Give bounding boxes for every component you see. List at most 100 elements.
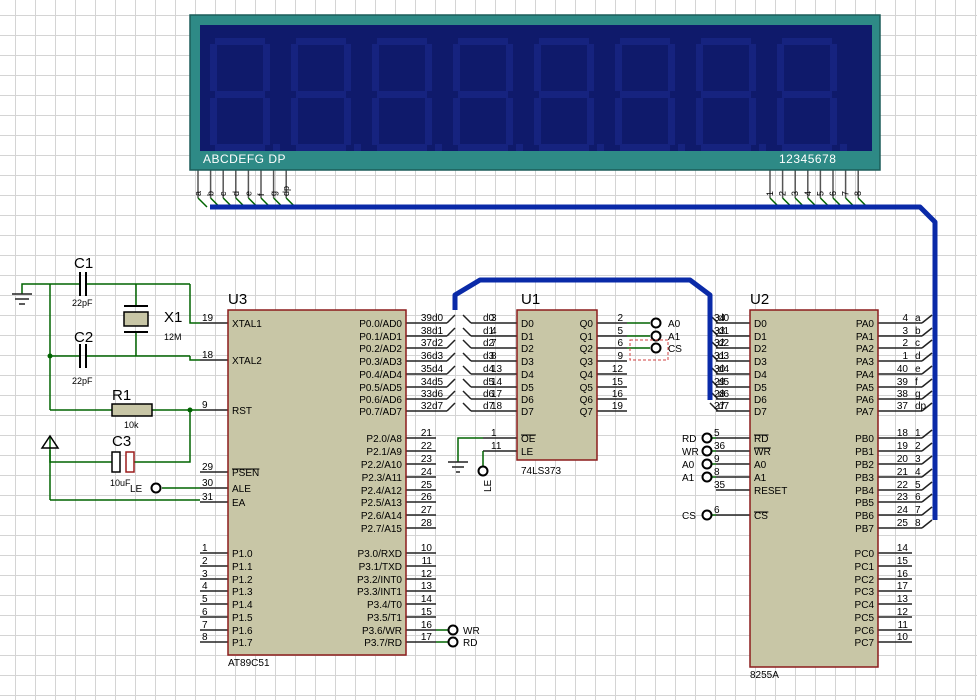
bus-entry bbox=[921, 442, 933, 452]
display-digit bbox=[696, 38, 766, 151]
terminal-le-u3[interactable] bbox=[150, 482, 162, 494]
pin-number: 17 bbox=[897, 581, 909, 592]
net-label: d6 bbox=[483, 389, 495, 400]
pin-number: 13 bbox=[897, 594, 909, 605]
chip-ref: U1 bbox=[521, 291, 540, 308]
terminal-a0[interactable] bbox=[701, 458, 713, 470]
terminal-label: CS bbox=[668, 344, 682, 355]
pin-name: P0.0/AD0 bbox=[359, 319, 402, 330]
bus-entry bbox=[921, 352, 933, 362]
pin-name: D5 bbox=[754, 383, 767, 394]
net-label: d2 bbox=[432, 338, 444, 349]
segment bbox=[620, 91, 670, 98]
resistor-r1 bbox=[111, 403, 153, 417]
terminal-label: LE bbox=[130, 484, 143, 495]
pin-name: D5 bbox=[521, 383, 534, 394]
pin-number: 1 bbox=[902, 351, 908, 362]
bus-entry bbox=[462, 352, 472, 362]
chip-u1: U174LS3733D04D17D28D313D414D517D618D71OE… bbox=[491, 291, 623, 477]
pin-name: P2.0/A8 bbox=[366, 434, 402, 445]
terminal-cs[interactable] bbox=[650, 342, 662, 354]
terminal-rd[interactable] bbox=[701, 432, 713, 444]
display-pin-label: g bbox=[269, 191, 279, 196]
r1-value: 10k bbox=[124, 420, 139, 430]
decimal-point bbox=[678, 144, 685, 151]
terminal-le-u1[interactable] bbox=[477, 465, 489, 477]
display-digit bbox=[291, 38, 361, 151]
pin-name: D1 bbox=[521, 332, 534, 343]
net-label: 8 bbox=[915, 518, 921, 529]
net-label: d7 bbox=[432, 401, 444, 412]
pin-name: P1.5 bbox=[232, 613, 253, 624]
pin-name: P3.3/INT1 bbox=[357, 587, 402, 598]
segment bbox=[377, 144, 427, 151]
terminal-a0[interactable] bbox=[650, 317, 662, 329]
segment bbox=[777, 98, 784, 145]
net-label: d0 bbox=[718, 313, 730, 324]
net-label: e bbox=[915, 364, 921, 375]
pin-number: 4 bbox=[202, 581, 208, 592]
chip-u2: U28255A34D033D132D231D330D429D528D627D75… bbox=[714, 291, 908, 681]
terminal-wr[interactable] bbox=[701, 445, 713, 457]
pin-name: P0.4/AD4 bbox=[359, 370, 402, 381]
pin-name: P3.6/WR bbox=[362, 626, 402, 637]
pin-number: 37 bbox=[897, 401, 909, 412]
pin-number: 5 bbox=[714, 428, 720, 439]
pin-number: 6 bbox=[714, 505, 720, 516]
chip-ref: U2 bbox=[750, 291, 769, 308]
pin-number: 17 bbox=[491, 389, 503, 400]
pin-number: 22 bbox=[897, 480, 909, 491]
segment bbox=[458, 38, 508, 45]
bus-entry bbox=[921, 327, 933, 337]
terminal-cs[interactable] bbox=[701, 509, 713, 521]
pin-name: PB3 bbox=[855, 473, 874, 484]
segment bbox=[749, 44, 756, 91]
pin-name: D3 bbox=[521, 357, 534, 368]
bus-entry bbox=[921, 519, 933, 529]
segment bbox=[263, 44, 270, 91]
display-digit-pin-label: 1 bbox=[765, 191, 775, 196]
pin-number: 11 bbox=[898, 620, 909, 631]
pin-number: 36 bbox=[714, 441, 726, 452]
wire bbox=[189, 356, 200, 361]
pin-number: 12 bbox=[897, 607, 909, 618]
pin-name: P1.4 bbox=[232, 600, 253, 611]
pin-number: 35 bbox=[421, 364, 433, 375]
pin-number: 9 bbox=[714, 454, 720, 465]
bus-entry bbox=[446, 314, 456, 324]
display-digit bbox=[453, 38, 523, 151]
c3-value: 10uF bbox=[110, 478, 131, 488]
segment bbox=[830, 98, 837, 145]
pin-name: P0.3/AD3 bbox=[359, 357, 402, 368]
display-digit-pin-label: 3 bbox=[790, 191, 800, 196]
decimal-point bbox=[273, 144, 280, 151]
pin-number: 7 bbox=[202, 620, 208, 631]
pin-number: 16 bbox=[897, 569, 909, 580]
bus-entry bbox=[197, 197, 208, 208]
pin-name: PA6 bbox=[856, 395, 875, 406]
bus-entry bbox=[921, 339, 933, 349]
pin-name: P3.2/INT0 bbox=[357, 575, 402, 586]
pin-name: PB5 bbox=[855, 498, 874, 509]
pin-name: XTAL1 bbox=[232, 319, 262, 330]
terminal-rd[interactable] bbox=[447, 636, 459, 648]
segment bbox=[539, 91, 589, 98]
segment bbox=[534, 44, 541, 91]
pin-number: 25 bbox=[897, 518, 909, 529]
bus-entry bbox=[921, 493, 933, 503]
net-label: d0 bbox=[483, 313, 495, 324]
terminal-label: WR bbox=[682, 447, 699, 458]
pin-number: 4 bbox=[491, 326, 497, 337]
net-label: dp bbox=[915, 401, 927, 412]
terminal-a1[interactable] bbox=[650, 330, 662, 342]
pin-name: RD bbox=[754, 434, 768, 445]
pin-number: 12 bbox=[421, 569, 433, 580]
bus-entry bbox=[921, 390, 933, 400]
pin-number: 9 bbox=[202, 400, 208, 411]
pin-name: OE bbox=[521, 434, 536, 445]
segment bbox=[777, 44, 784, 91]
terminal-a1[interactable] bbox=[701, 471, 713, 483]
pin-name: D6 bbox=[521, 395, 534, 406]
pin-name: Q1 bbox=[580, 332, 594, 343]
terminal-wr[interactable] bbox=[447, 624, 459, 636]
